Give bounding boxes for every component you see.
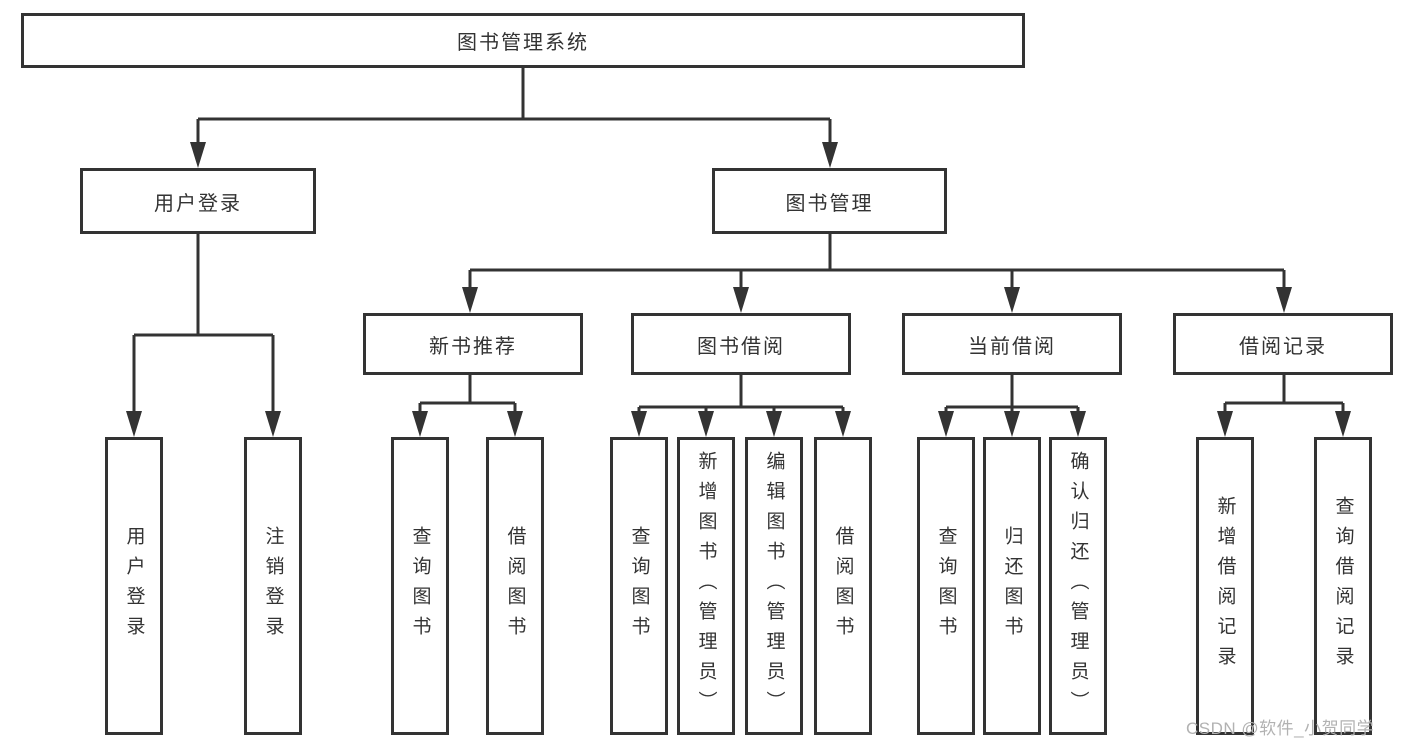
node-user-login-label: 用户登录 [154, 192, 242, 215]
node-book-borrowing-label: 图书借阅 [697, 335, 785, 358]
leaf-add-borrow-record: 新增借阅记录 [1196, 437, 1254, 735]
node-root-label: 图书管理系统 [457, 32, 589, 54]
leaf-edit-books-admin: 编辑图书（管理员） [745, 437, 803, 735]
leaf-query-borrow-record-label: 查询借阅记录 [1332, 496, 1354, 676]
leaf-query-books-recommend-label: 查询图书 [409, 526, 431, 646]
leaf-borrow-books-borrowing-label: 借阅图书 [832, 526, 854, 646]
node-new-book-recommend: 新书推荐 [363, 313, 583, 375]
leaf-confirm-return-admin: 确认归还（管理员） [1049, 437, 1107, 735]
leaf-borrow-books-recommend-label: 借阅图书 [504, 526, 526, 646]
leaf-query-borrow-record: 查询借阅记录 [1314, 437, 1372, 735]
leaf-add-books-admin-label: 新增图书（管理员） [695, 451, 717, 721]
leaf-logout-label: 注销登录 [262, 526, 284, 646]
node-root: 图书管理系统 [21, 13, 1025, 68]
leaf-borrow-books-borrowing: 借阅图书 [814, 437, 872, 735]
leaf-add-books-admin: 新增图书（管理员） [677, 437, 735, 735]
node-book-borrowing: 图书借阅 [631, 313, 851, 375]
leaf-edit-books-admin-label: 编辑图书（管理员） [763, 451, 785, 721]
leaf-query-books-borrowing-label: 查询图书 [628, 526, 650, 646]
leaf-logout: 注销登录 [244, 437, 302, 735]
leaf-return-books: 归还图书 [983, 437, 1041, 735]
leaf-user-login-label: 用户登录 [123, 526, 145, 646]
node-book-management: 图书管理 [712, 168, 947, 234]
leaf-query-books-current-label: 查询图书 [935, 526, 957, 646]
node-book-management-label: 图书管理 [785, 192, 874, 215]
leaf-add-borrow-record-label: 新增借阅记录 [1214, 496, 1236, 676]
leaf-return-books-label: 归还图书 [1001, 526, 1023, 646]
csdn-watermark: CSDN @软件_小贺同学 [1186, 719, 1375, 738]
node-new-book-recommend-label: 新书推荐 [429, 335, 517, 358]
leaf-query-books-borrowing: 查询图书 [610, 437, 668, 735]
node-user-login: 用户登录 [80, 168, 316, 234]
leaf-query-books-current: 查询图书 [917, 437, 975, 735]
leaf-borrow-books-recommend: 借阅图书 [486, 437, 544, 735]
node-borrowing-records-label: 借阅记录 [1239, 335, 1327, 358]
node-borrowing-records: 借阅记录 [1173, 313, 1393, 375]
leaf-confirm-return-admin-label: 确认归还（管理员） [1067, 451, 1089, 721]
node-current-borrowing: 当前借阅 [902, 313, 1122, 375]
leaf-user-login: 用户登录 [105, 437, 163, 735]
node-current-borrowing-label: 当前借阅 [968, 335, 1056, 358]
leaf-query-books-recommend: 查询图书 [391, 437, 449, 735]
